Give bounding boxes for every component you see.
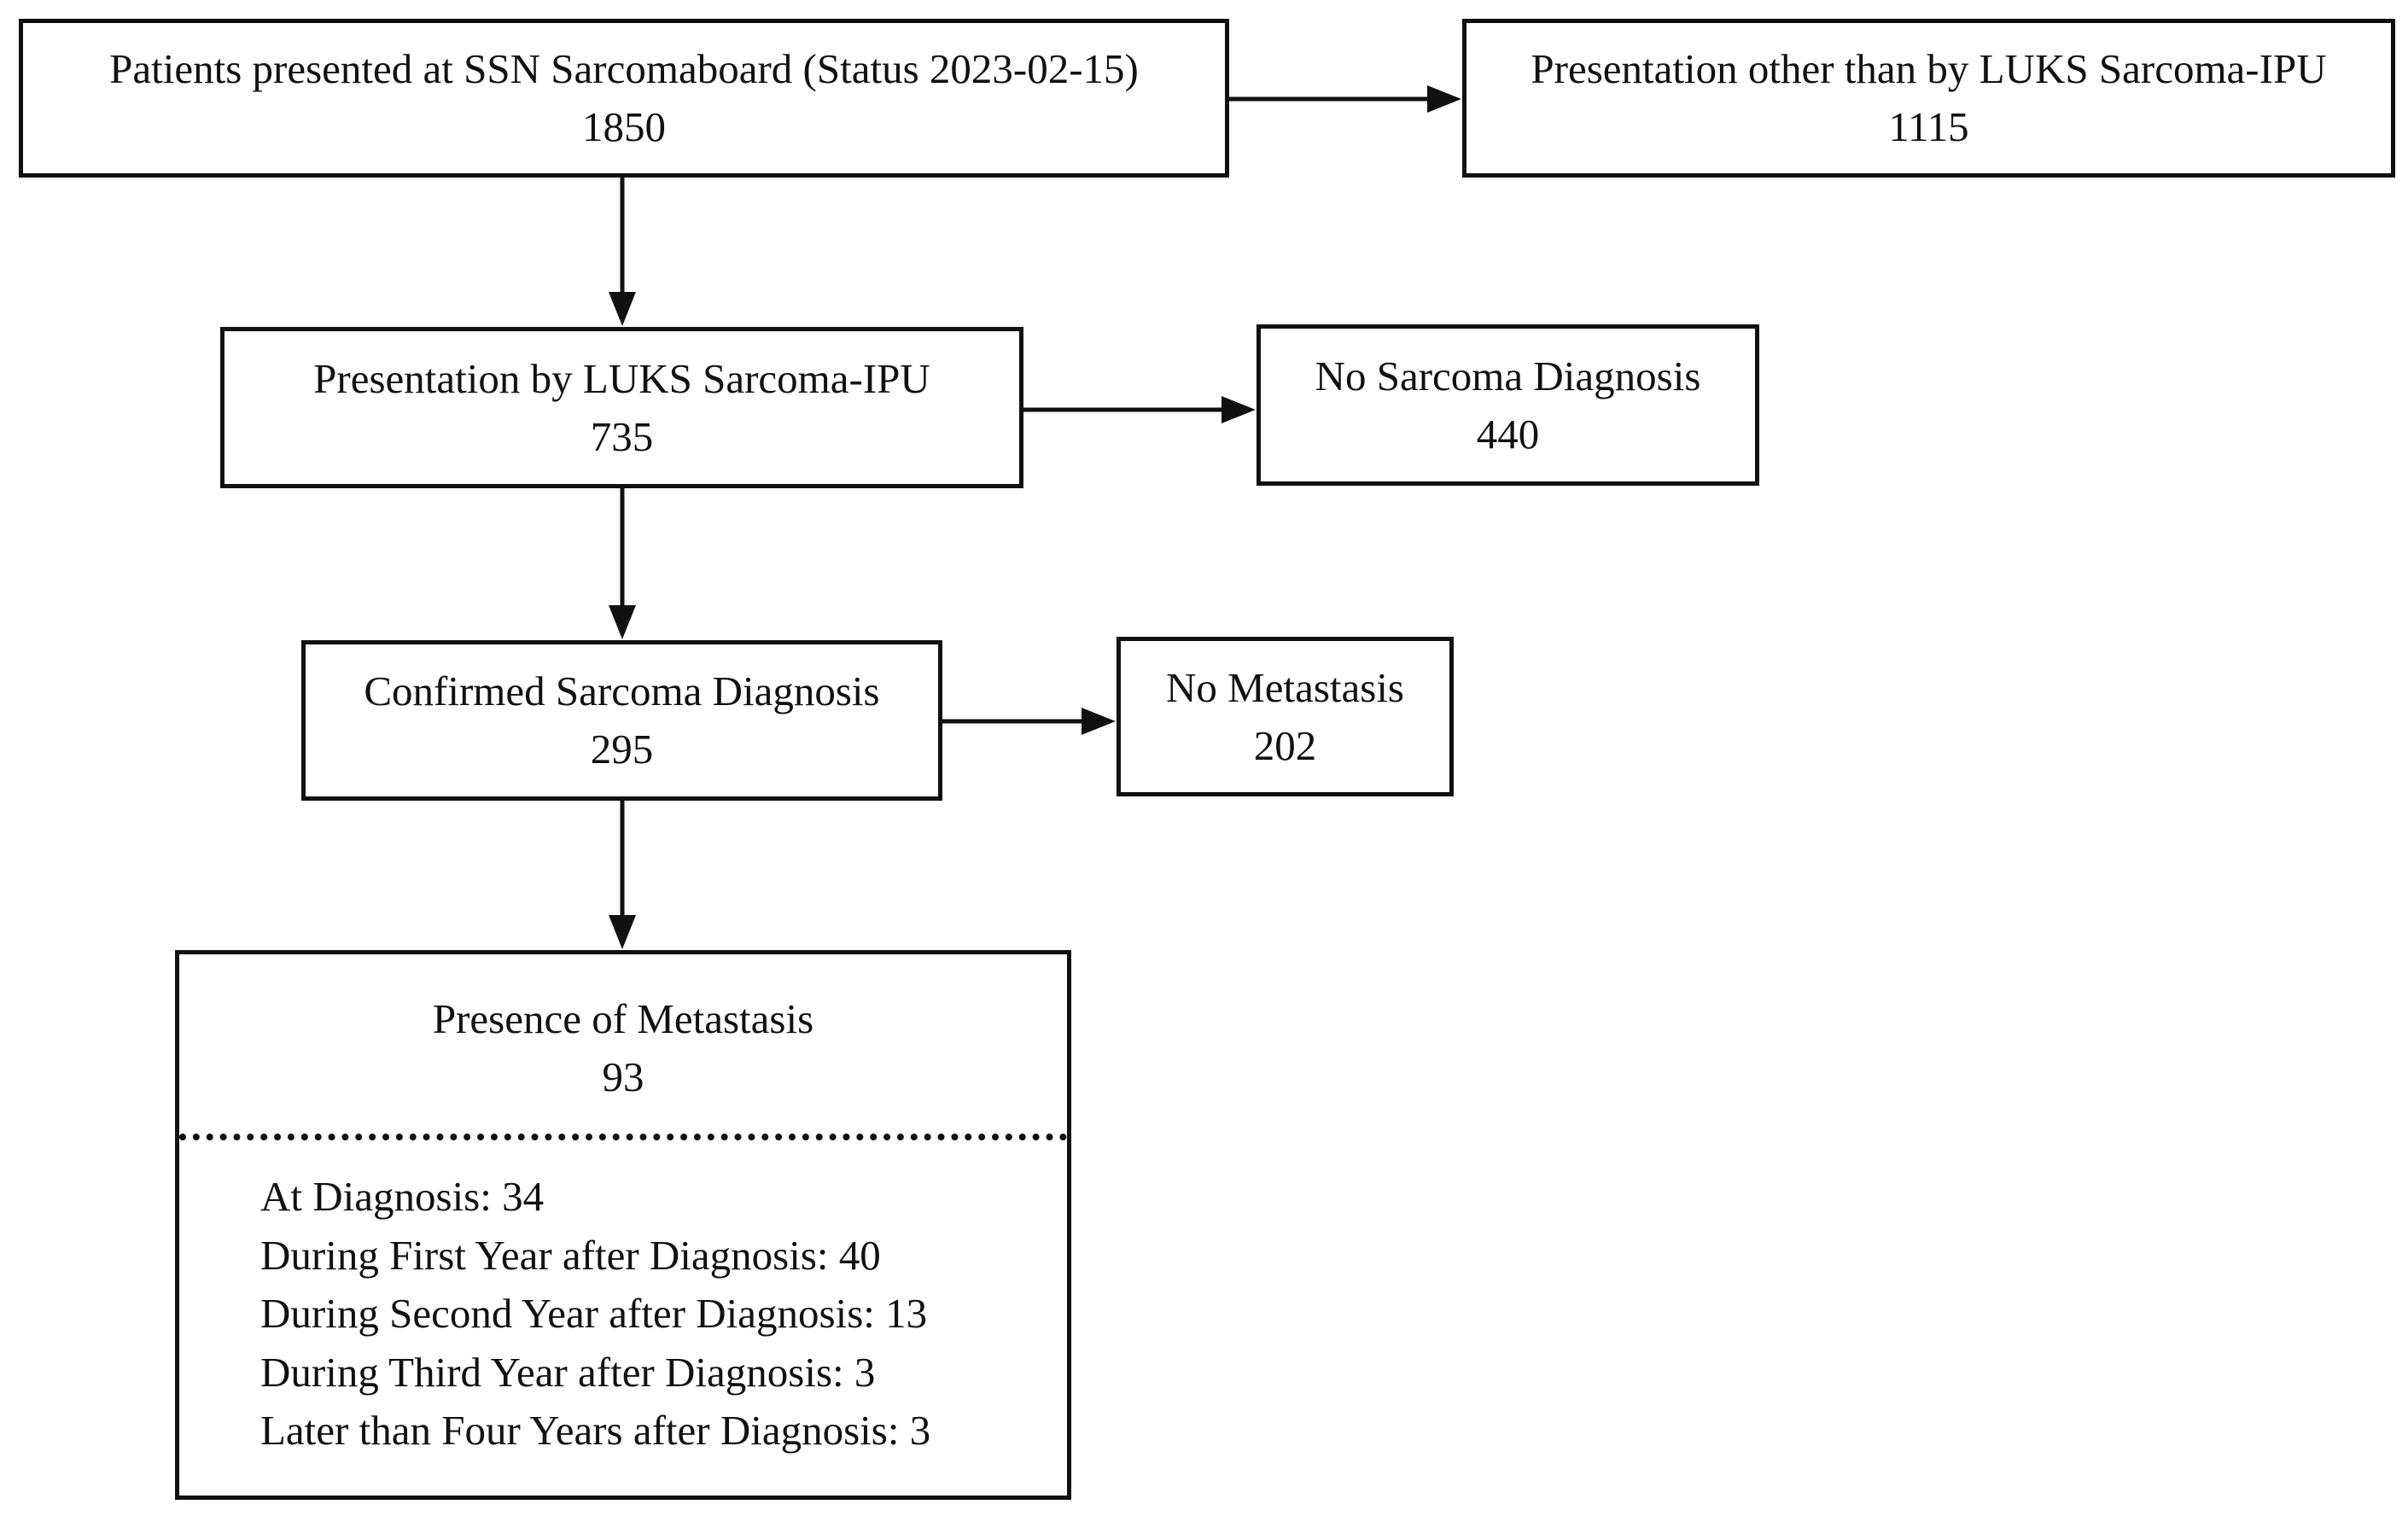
all-patients-box: Patients presented at SSN Sarcomaboard (… [19, 19, 1229, 178]
other-presentation-box: Presentation other than by LUKS Sarcoma-… [1462, 19, 2395, 178]
breakdown-item-third-year: During Third Year after Diagnosis: 3 [260, 1348, 876, 1396]
luks-presentation-count: 735 [590, 412, 654, 460]
arrow-to-no-metastasis [942, 708, 1116, 735]
arrow-to-luks-presentation [609, 178, 636, 326]
arrow-to-no-sarcoma [1023, 396, 1256, 423]
breakdown-item-second-year: During Second Year after Diagnosis: 13 [260, 1290, 928, 1337]
arrow-to-confirmed-sarcoma [609, 488, 636, 639]
metastasis-breakdown-list: At Diagnosis: 34 During First Year after… [260, 1168, 930, 1461]
confirmed-sarcoma-box: Confirmed Sarcoma Diagnosis 295 [301, 640, 942, 801]
no-sarcoma-box: No Sarcoma Diagnosis 440 [1256, 324, 1759, 486]
no-sarcoma-count: 440 [1476, 410, 1540, 458]
breakdown-item-first-year: During First Year after Diagnosis: 40 [260, 1231, 881, 1279]
other-presentation-count: 1115 [1888, 103, 1969, 150]
metastasis-header: Presence of Metastasis 93 [179, 990, 1067, 1106]
metastasis-label: Presence of Metastasis [432, 995, 814, 1042]
breakdown-item-at-diagnosis: At Diagnosis: 34 [260, 1173, 545, 1220]
breakdown-item-later-than-four-years: Later than Four Years after Diagnosis: 3 [260, 1407, 931, 1454]
no-metastasis-label: No Metastasis [1166, 663, 1404, 711]
arrow-to-other-presentation [1229, 85, 1461, 113]
metastasis-count: 93 [602, 1053, 644, 1100]
metastasis-box: Presence of Metastasis 93 At Diagnosis: … [175, 950, 1071, 1500]
all-patients-label: Patients presented at SSN Sarcomaboard (… [109, 45, 1139, 92]
no-sarcoma-label: No Sarcoma Diagnosis [1315, 352, 1701, 399]
arrow-to-metastasis [609, 801, 636, 949]
no-metastasis-count: 202 [1253, 721, 1317, 769]
confirmed-sarcoma-label: Confirmed Sarcoma Diagnosis [364, 668, 880, 714]
luks-presentation-box: Presentation by LUKS Sarcoma-IPU 735 [220, 327, 1023, 488]
luks-presentation-label: Presentation by LUKS Sarcoma-IPU [313, 354, 930, 402]
all-patients-count: 1850 [582, 103, 666, 150]
confirmed-sarcoma-count: 295 [590, 726, 654, 773]
dotted-divider [179, 1134, 1067, 1140]
other-presentation-label: Presentation other than by LUKS Sarcoma-… [1531, 45, 2327, 92]
no-metastasis-box: No Metastasis 202 [1117, 637, 1454, 796]
